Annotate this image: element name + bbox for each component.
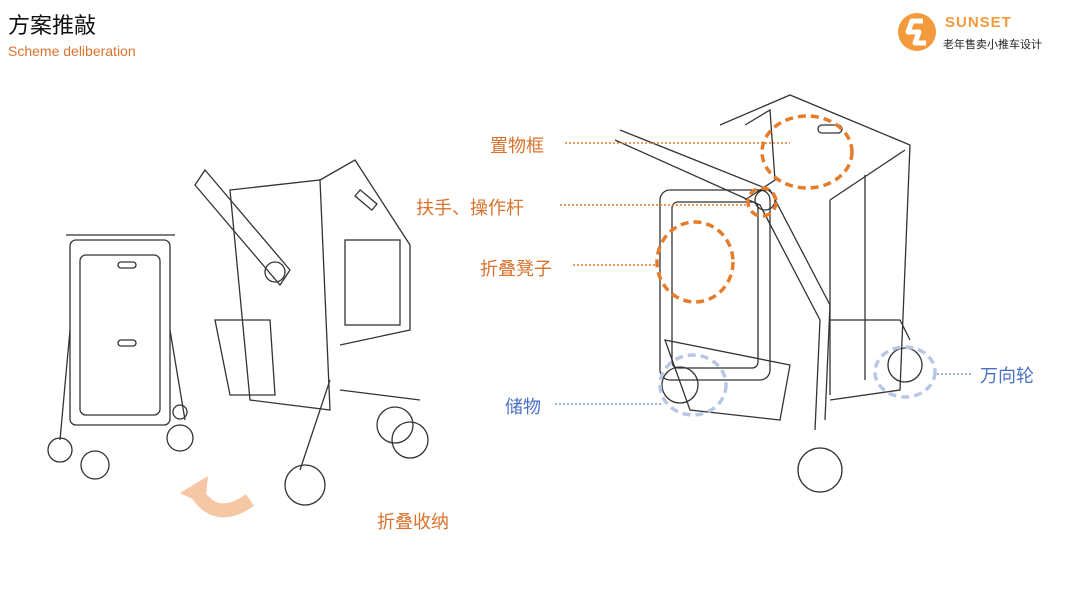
page-subtitle: Scheme deliberation — [8, 43, 136, 59]
logo-name: SUNSET — [945, 14, 1012, 31]
unfolded-cart-sketch — [614, 94, 923, 493]
leader-lines — [555, 142, 972, 405]
half-folded-cart-sketch — [194, 159, 429, 506]
sunset-logo-icon — [898, 13, 936, 51]
fold-arrow-icon — [180, 476, 208, 505]
label-stool: 折叠凳子 — [480, 259, 552, 280]
brand-logo: SUNSET 老年售卖小推车设计 — [897, 12, 1067, 52]
label-storage: 储物 — [505, 397, 541, 418]
folded-cart-sketch — [47, 234, 194, 480]
callout-circles-orange — [655, 114, 854, 304]
logo-tagline: 老年售卖小推车设计 — [943, 38, 1042, 51]
label-wheel: 万向轮 — [980, 366, 1034, 387]
label-handle: 扶手、操作杆 — [416, 198, 524, 219]
label-fold: 折叠收纳 — [377, 512, 449, 533]
callout-circles-blue — [658, 345, 937, 417]
page-title: 方案推敲 — [8, 14, 97, 39]
label-basket: 置物框 — [490, 136, 544, 157]
